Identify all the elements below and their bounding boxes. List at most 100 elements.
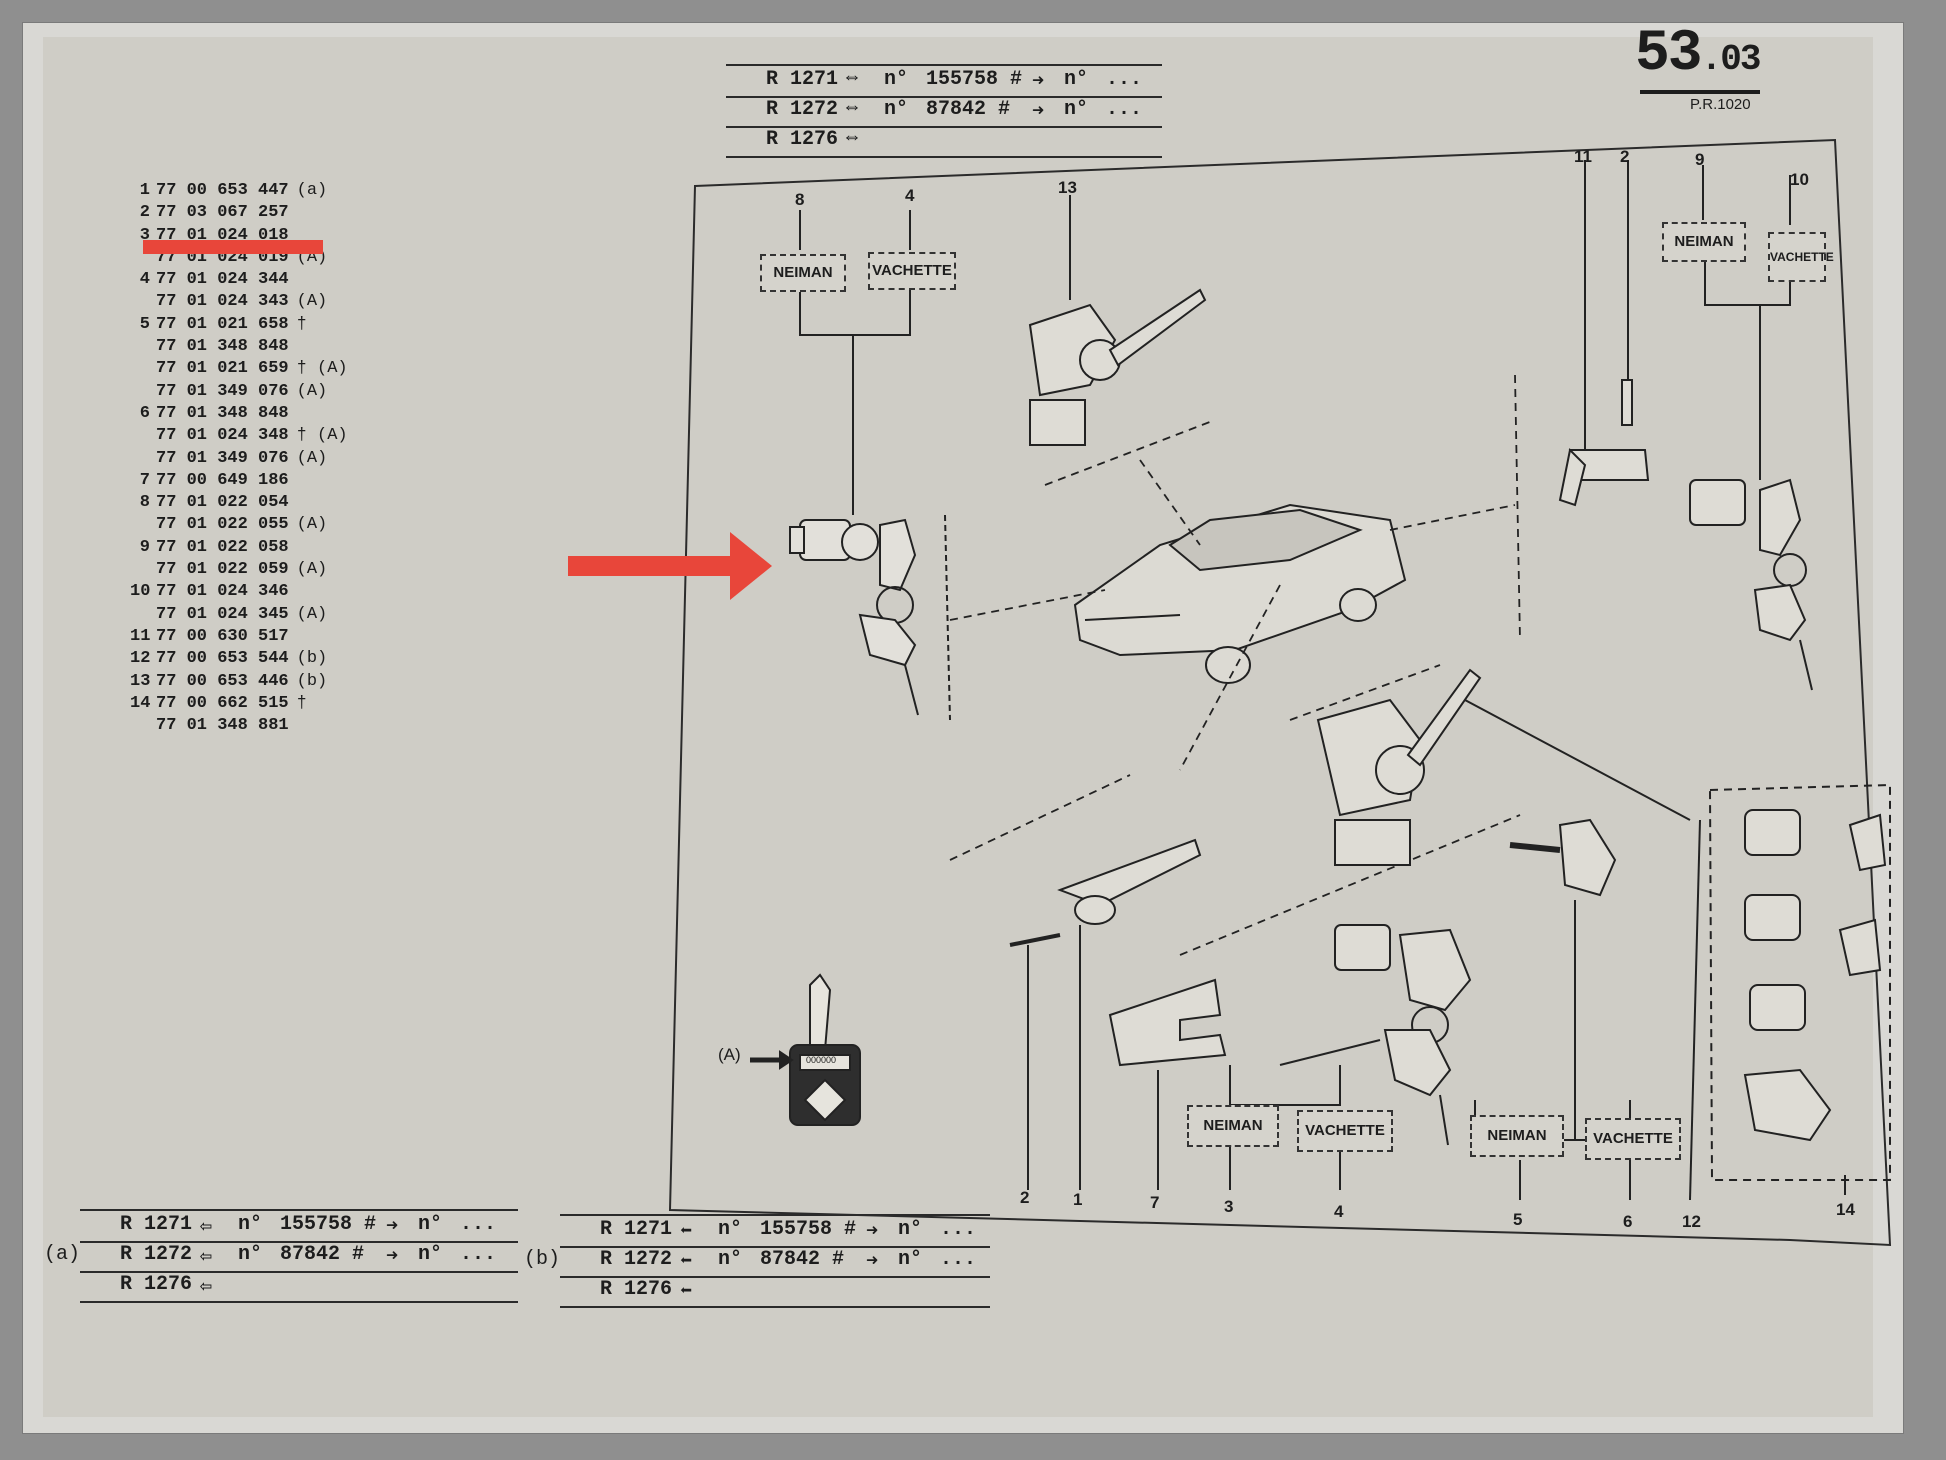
callout-2: 2 xyxy=(1020,1188,1030,1207)
door-handle-bottom xyxy=(1009,838,1202,947)
part-note: (A) xyxy=(296,604,328,624)
part-number: 8 xyxy=(139,493,150,513)
arrow-right-icon: ➜ xyxy=(1032,101,1045,124)
ignition-switch-bottom xyxy=(1316,668,1482,866)
part-reference: 77 01 349 076 xyxy=(156,448,289,468)
model-no: n° xyxy=(238,1243,263,1266)
table-rule xyxy=(726,126,1162,128)
part-reference: 77 03 067 257 xyxy=(156,203,289,223)
part-reference: 77 01 022 058 xyxy=(156,537,289,557)
callout-1: 1 xyxy=(1073,1190,1083,1209)
part-reference: 77 01 021 658 xyxy=(156,314,289,334)
model-no: n° xyxy=(718,1218,743,1241)
key-detail-illustration xyxy=(750,973,861,1126)
part-note: † (A) xyxy=(296,359,348,379)
model-serial: 155758 # xyxy=(280,1213,377,1236)
page-number-sub: .03 xyxy=(1700,39,1762,80)
callout-12: 12 xyxy=(1682,1212,1701,1231)
callout-4-top: 4 xyxy=(905,186,915,205)
part-note: (b) xyxy=(296,671,328,691)
part-reference: 77 01 348 848 xyxy=(156,403,289,423)
direction-icon: ⇦ xyxy=(200,1276,213,1299)
part-number: 10 xyxy=(130,582,151,602)
dashed-leaders xyxy=(949,374,1521,956)
retaining-fork xyxy=(1108,978,1227,1067)
brand-box-neiman-bottom-2: NEIMAN xyxy=(1470,1115,1564,1157)
page-number-main: 53 xyxy=(1635,22,1703,87)
part-reference: 77 01 022 055 xyxy=(156,515,289,535)
scanned-page xyxy=(22,22,1904,1434)
brand-box-vachette-left: VACHETTE xyxy=(868,252,956,290)
part-reference: 77 01 024 343 xyxy=(156,292,289,312)
table-rule xyxy=(560,1246,990,1248)
arrow-right-icon: ➜ xyxy=(866,1221,879,1244)
part-note: (b) xyxy=(296,649,328,669)
parts-list-row: 77 01 022 059(A) xyxy=(130,559,348,581)
part-note: † xyxy=(296,314,307,334)
part-reference: 77 01 348 848 xyxy=(156,337,289,357)
ignition-key xyxy=(1509,818,1617,897)
model-model: R 1271 xyxy=(766,68,839,91)
part-note: † xyxy=(296,693,307,713)
red-highlight-bar xyxy=(143,240,323,254)
table-rule xyxy=(560,1214,990,1216)
callout-5: 5 xyxy=(1513,1210,1523,1229)
part-note: (a) xyxy=(296,181,328,200)
model-serial: 155758 # xyxy=(926,68,1023,91)
parts-list-row: 77 01 022 055(A) xyxy=(130,514,348,536)
arrow-right-icon: ➜ xyxy=(1032,71,1045,94)
part-reference: 77 00 653 544 xyxy=(156,649,289,669)
model-no2: n° xyxy=(1064,98,1089,121)
model-no2: n° xyxy=(418,1243,443,1266)
part-reference: 77 01 349 076 xyxy=(156,381,289,401)
part-reference: 77 00 662 515 xyxy=(156,693,289,713)
part-reference: 77 00 649 186 xyxy=(156,470,289,490)
part-reference: 77 01 022 059 xyxy=(156,560,289,580)
model-no2: n° xyxy=(1064,68,1089,91)
direction-icon: ⇔ xyxy=(846,68,859,91)
part-reference: 77 01 022 054 xyxy=(156,493,289,513)
part-note: † (A) xyxy=(296,426,348,446)
parts-list-row: 77 01 021 659† (A) xyxy=(130,358,348,380)
part-number: 1 xyxy=(139,181,150,200)
part-number: 4 xyxy=(139,270,150,290)
part-number: 13 xyxy=(130,671,151,691)
model-model: R 1271 xyxy=(120,1213,193,1236)
direction-icon: ⬅ xyxy=(680,1281,693,1304)
model-model: R 1276 xyxy=(766,128,839,151)
part-note: (A) xyxy=(296,292,328,312)
part-reference: 77 00 630 517 xyxy=(156,626,289,646)
model-row: R 1276 ⇔ xyxy=(726,128,1162,156)
table-rule xyxy=(80,1241,518,1243)
parts-list-row: 7 77 00 649 186 xyxy=(130,470,348,492)
part-reference: 77 01 024 348 xyxy=(156,426,289,446)
brand-box-vachette-right: VACHETTE xyxy=(1768,232,1834,282)
part-number: 7 xyxy=(139,470,150,490)
parts-list-row: 77 01 024 345(A) xyxy=(130,604,348,626)
pr-code: P.R.1020 xyxy=(1690,96,1751,113)
model-model: R 1271 xyxy=(600,1218,673,1241)
model-serial: 155758 # xyxy=(760,1218,857,1241)
model-dots: ... xyxy=(1106,98,1143,121)
table-rule xyxy=(726,96,1162,98)
model-model: R 1276 xyxy=(120,1273,193,1296)
table-rule xyxy=(560,1306,990,1308)
parts-list-row: 77 01 349 076(A) xyxy=(130,381,348,403)
part-number: 5 xyxy=(139,314,150,334)
direction-icon: ⇔ xyxy=(846,128,859,151)
ignition-switch-top xyxy=(1028,195,1207,446)
direction-icon: ⇦ xyxy=(200,1246,213,1269)
lock-cylinder-bottom xyxy=(1334,924,1472,1146)
model-serial: 87842 # xyxy=(760,1248,845,1271)
